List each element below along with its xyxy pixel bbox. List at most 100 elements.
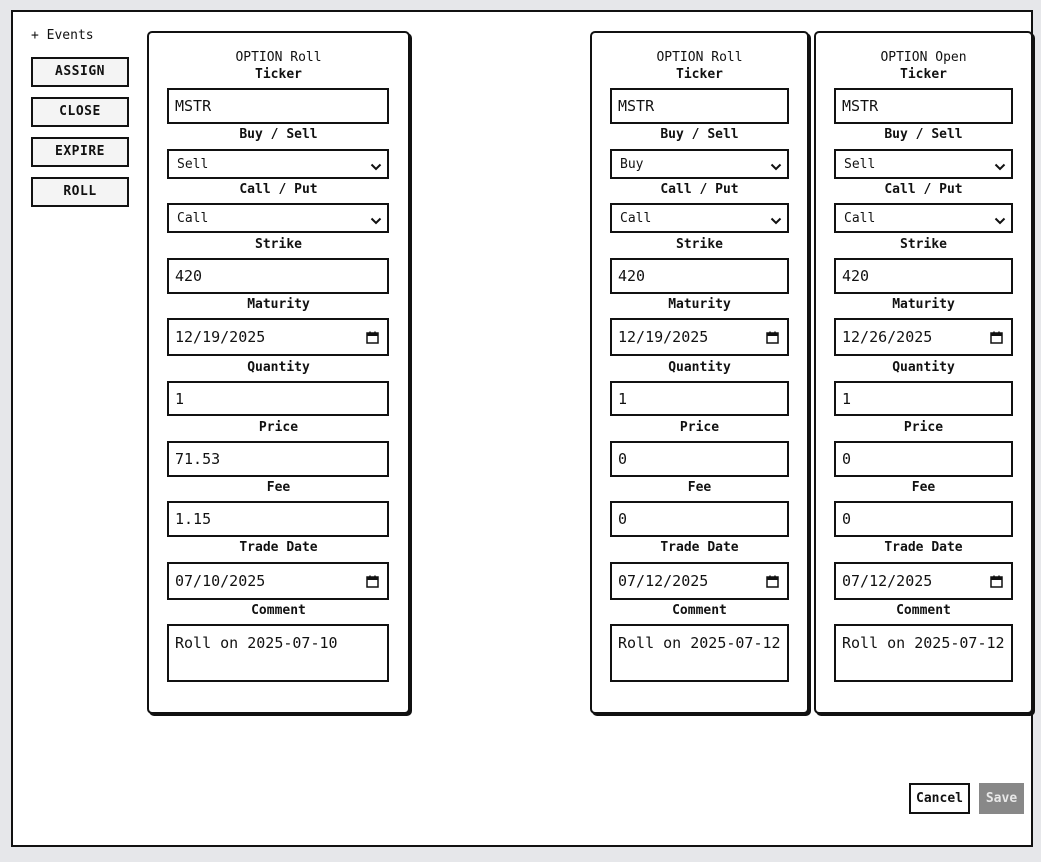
ticker-label: Ticker	[676, 67, 723, 82]
ticker-value: MSTR	[175, 97, 212, 115]
comment-textarea[interactable]: Roll on 2025-07-12	[610, 624, 789, 682]
type-value: Call	[620, 210, 652, 226]
chevron-down-icon	[370, 214, 382, 225]
fee-value: 0	[618, 510, 628, 528]
strike-input[interactable]: 420	[834, 258, 1013, 294]
type-label: Call / Put	[884, 182, 963, 197]
comment-label: Comment	[896, 603, 951, 618]
price-input[interactable]: 71.53	[167, 441, 389, 477]
trade-date-value: 07/12/2025	[842, 572, 933, 590]
calendar-icon[interactable]	[766, 330, 779, 344]
quantity-input[interactable]: 1	[834, 381, 1013, 416]
trade-date-input[interactable]: 07/12/2025	[610, 562, 789, 600]
strike-input[interactable]: 420	[610, 258, 789, 294]
calendar-icon[interactable]	[990, 574, 1003, 588]
comment-label: Comment	[251, 603, 306, 618]
side-label: Buy / Sell	[884, 127, 963, 142]
trade-date-label: Trade Date	[660, 540, 739, 555]
fee-input[interactable]: 0	[610, 501, 789, 537]
strike-value: 420	[175, 267, 203, 285]
ticker-input[interactable]: MSTR	[167, 88, 389, 124]
calendar-icon[interactable]	[366, 330, 379, 344]
type-value: Call	[844, 210, 876, 226]
fee-input[interactable]: 1.15	[167, 501, 389, 537]
maturity-value: 12/26/2025	[842, 328, 933, 346]
ticker-value: MSTR	[842, 97, 879, 115]
trade-date-label: Trade Date	[239, 540, 318, 555]
side-select[interactable]: Buy	[610, 149, 789, 179]
price-input[interactable]: 0	[834, 441, 1013, 477]
side-select[interactable]: Sell	[167, 149, 389, 179]
side-select[interactable]: Sell	[834, 149, 1013, 179]
strike-input[interactable]: 420	[167, 258, 389, 294]
price-label: Price	[258, 420, 299, 435]
events-heading[interactable]: + Events	[31, 28, 94, 43]
side-value: Sell	[844, 156, 876, 172]
maturity-input[interactable]: 12/19/2025	[167, 318, 389, 356]
save-button[interactable]: Save	[979, 783, 1024, 814]
comment-textarea[interactable]: Roll on 2025-07-10	[167, 624, 389, 682]
quantity-input[interactable]: 1	[610, 381, 789, 416]
maturity-label: Maturity	[892, 297, 955, 312]
price-input[interactable]: 0	[610, 441, 789, 477]
chevron-down-icon	[770, 160, 782, 171]
comment-label: Comment	[672, 603, 727, 618]
strike-label: Strike	[676, 237, 723, 252]
fee-label: Fee	[687, 480, 712, 495]
ticker-value: MSTR	[618, 97, 655, 115]
chevron-down-icon	[770, 214, 782, 225]
comment-value: Roll on 2025-07-10	[175, 634, 338, 652]
card-title: OPTION Open	[880, 50, 967, 65]
maturity-value: 12/19/2025	[618, 328, 709, 346]
comment-value: Roll on 2025-07-12	[842, 634, 1005, 652]
close-button[interactable]: CLOSE	[31, 97, 129, 127]
quantity-value: 1	[842, 389, 852, 408]
trade-date-value: 07/10/2025	[175, 572, 266, 590]
expire-button[interactable]: EXPIRE	[31, 137, 129, 167]
type-value: Call	[177, 210, 209, 226]
calendar-icon[interactable]	[366, 574, 379, 588]
cancel-button[interactable]: Cancel	[909, 783, 970, 814]
type-select[interactable]: Call	[167, 203, 389, 233]
price-value: 71.53	[175, 450, 221, 468]
trade-date-input[interactable]: 07/10/2025	[167, 562, 389, 600]
maturity-input[interactable]: 12/19/2025	[610, 318, 789, 356]
chevron-down-icon	[994, 214, 1006, 225]
type-select[interactable]: Call	[834, 203, 1013, 233]
type-label: Call / Put	[660, 182, 739, 197]
fee-input[interactable]: 0	[834, 501, 1013, 537]
strike-value: 420	[842, 267, 870, 285]
calendar-icon[interactable]	[990, 330, 1003, 344]
strike-value: 420	[618, 267, 646, 285]
maturity-label: Maturity	[668, 297, 731, 312]
card-title: OPTION Roll	[235, 50, 322, 65]
fee-label: Fee	[266, 480, 291, 495]
type-select[interactable]: Call	[610, 203, 789, 233]
trade-date-label: Trade Date	[884, 540, 963, 555]
type-label: Call / Put	[239, 182, 318, 197]
card-title: OPTION Roll	[656, 50, 743, 65]
side-value: Buy	[620, 156, 644, 172]
calendar-icon[interactable]	[766, 574, 779, 588]
comment-textarea[interactable]: Roll on 2025-07-12	[834, 624, 1013, 682]
assign-button[interactable]: ASSIGN	[31, 57, 129, 87]
ticker-input[interactable]: MSTR	[610, 88, 789, 124]
trade-date-input[interactable]: 07/12/2025	[834, 562, 1013, 600]
fee-label: Fee	[911, 480, 936, 495]
quantity-label: Quantity	[668, 360, 731, 375]
ticker-label: Ticker	[900, 67, 947, 82]
quantity-input[interactable]: 1	[167, 381, 389, 416]
strike-label: Strike	[255, 237, 302, 252]
maturity-value: 12/19/2025	[175, 328, 266, 346]
maturity-input[interactable]: 12/26/2025	[834, 318, 1013, 356]
fee-value: 1.15	[175, 510, 212, 528]
strike-label: Strike	[900, 237, 947, 252]
ticker-input[interactable]: MSTR	[834, 88, 1013, 124]
roll-button[interactable]: ROLL	[31, 177, 129, 207]
fee-value: 0	[842, 510, 852, 528]
price-label: Price	[903, 420, 944, 435]
quantity-label: Quantity	[247, 360, 310, 375]
trade-date-value: 07/12/2025	[618, 572, 709, 590]
